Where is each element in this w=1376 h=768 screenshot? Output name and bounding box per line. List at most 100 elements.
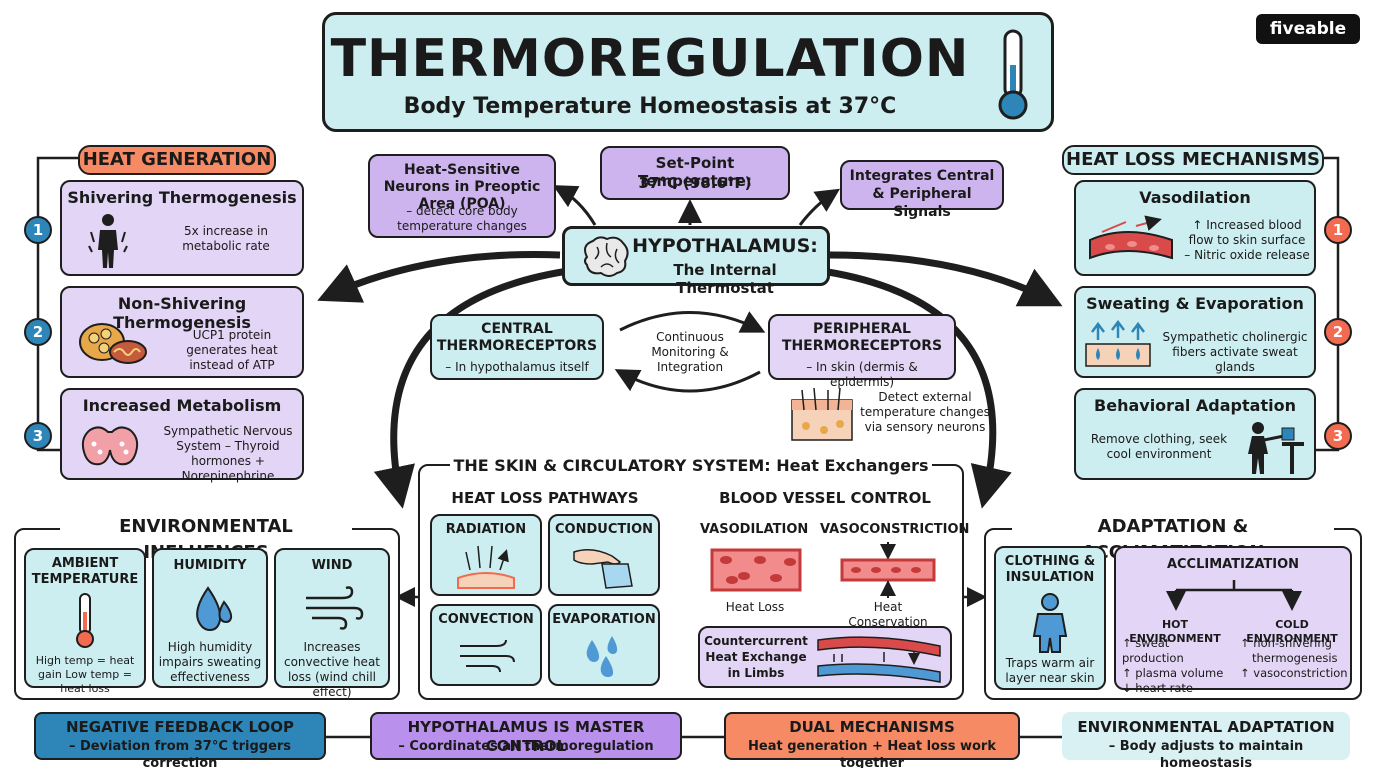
peripheral-desc: – In skin (dermis & epidermis) (806, 360, 918, 389)
loss-step-2: 2 (1324, 318, 1352, 346)
countercurrent-label: Countercurrent Heat Exchange in Limbs (704, 634, 808, 680)
non-shivering-card: Non-Shivering Thermogenesis UCP1 protein… (60, 286, 304, 378)
constricted-vessel-icon (840, 542, 936, 598)
gen-step-1: 1 (24, 216, 52, 244)
footer-desc: – Body adjusts to maintain homeostasis (1108, 739, 1304, 768)
humidity-title: HUMIDITY (173, 558, 247, 573)
poa-title: Heat-Sensitive Neurons in Preoptic Area … (383, 162, 541, 212)
heat-loss-header: HEAT LOSS MECHANISMS (1062, 145, 1324, 175)
cold-title: COLD ENVIRONMENT (1246, 618, 1338, 645)
footer-master-control: HYPOTHALAMUS IS MASTER CONTROL – Coordin… (370, 712, 682, 760)
sweating-card: Sweating & Evaporation Sympathetic choli… (1074, 286, 1316, 378)
vasodilation-label: VASODILATION (700, 522, 809, 537)
person-fan-icon (1248, 422, 1304, 474)
title-banner: THERMOREGULATION Body Temperature Homeos… (322, 12, 1054, 132)
metabolism-title: Increased Metabolism (82, 396, 282, 415)
vasodilation-title: Vasodilation (1139, 188, 1251, 207)
metabolism-card: Increased Metabolism Sympathetic Nervous… (60, 388, 304, 483)
cycle-label: Continuous Monitoring & Integration (651, 330, 729, 374)
footer-title: HYPOTHALAMUS IS MASTER CONTROL (407, 718, 645, 755)
conduction-card: CONDUCTION (548, 514, 660, 596)
acclimatization-card: ACCLIMATIZATION HOT ENVIRONMENT COLD ENV… (1114, 546, 1352, 695)
peripheral-thermoreceptors-card: PERIPHERAL THERMORECEPTORS – In skin (de… (768, 314, 956, 389)
hot-item: ↑ plasma volume (1122, 666, 1224, 680)
ambient-card: AMBIENT TEMPERATURE High temp = heat gai… (24, 548, 146, 695)
skin-layers-icon (791, 387, 853, 441)
footer-dual-mechanisms: DUAL MECHANISMS Heat generation + Heat l… (724, 712, 1020, 768)
hypothalamus-card: HYPOTHALAMUS: The Internal Thermostat (562, 226, 830, 297)
gen-step-2: 2 (24, 318, 52, 346)
wind-card: WIND Increases convective heat loss (win… (274, 548, 390, 699)
footer-title: DUAL MECHANISMS (789, 718, 955, 736)
clothing-title: CLOTHING & INSULATION (1004, 554, 1096, 585)
gen-step-3: 3 (24, 422, 52, 450)
shivering-person-icon (88, 214, 128, 268)
setpoint-value: 37°C (98.6°F) (638, 174, 752, 192)
shivering-title: Shivering Thermogenesis (67, 188, 297, 207)
footer-desc: Heat generation + Heat loss work togethe… (748, 739, 996, 768)
humidity-card: HUMIDITY High humidity impairs sweating … (152, 548, 268, 688)
behavioral-title: Behavioral Adaptation (1094, 396, 1296, 415)
hot-list: ↑ sweat production ↑ plasma volume ↓ hea… (1122, 636, 1234, 696)
vasodilation-card: Vasodilation ↑ Increased blood flow to s… (1074, 180, 1316, 276)
sweating-desc: Sympathetic cholinergic fibers activate … (1162, 330, 1308, 374)
hypothalamus-title: HYPOTHALAMUS: (632, 235, 818, 257)
poa-desc: – detect core body temperature changes (397, 204, 527, 233)
sweat-glands-icon (1085, 320, 1151, 367)
wind-desc: Increases convective heat loss (wind chi… (283, 640, 380, 699)
dilated-vessel-icon (710, 548, 802, 592)
environment-header-bg: ENVIRONMENTAL INFLUENCES (60, 514, 352, 563)
pathways-header: HEAT LOSS PATHWAYS (451, 489, 639, 507)
central-thermoreceptors-card: CENTRAL THERMORECEPTORS – In hypothalamu… (430, 314, 604, 380)
hot-item: ↓ heart rate (1122, 681, 1193, 695)
brown-fat-icon (79, 323, 147, 364)
radiation-card: RADIATION (430, 514, 542, 596)
page-subtitle: Body Temperature Homeostasis at 37°C (403, 94, 897, 119)
hand-ice-icon (573, 549, 633, 589)
vessel-header: BLOOD VESSEL CONTROL (719, 489, 931, 507)
footer-feedback-loop: NEGATIVE FEEDBACK LOOP – Deviation from … (34, 712, 326, 768)
convection-card: CONVECTION (430, 604, 542, 686)
adaptation-header: ADAPTATION & ACCLIMATIZATION (1012, 514, 1334, 563)
countercurrent-card: Countercurrent Heat Exchange in Limbs (698, 626, 952, 688)
central-desc: – In hypothalamus itself (445, 360, 589, 374)
fiveable-logo: fiveable (1256, 14, 1360, 44)
footer-title: NEGATIVE FEEDBACK LOOP (65, 718, 295, 736)
clothing-card: CLOTHING & INSULATION Traps warm air lay… (994, 546, 1106, 690)
vasodilation-desc: ↑ Increased blood flow to skin surface –… (1184, 218, 1310, 262)
cold-item: thermogenesis (1252, 651, 1338, 665)
poa-neurons-card: Heat-Sensitive Neurons in Preoptic Area … (368, 154, 556, 238)
skin-header: THE SKIN & CIRCULATORY SYSTEM: Heat Exch… (450, 454, 932, 478)
radiation-icon (457, 542, 516, 589)
radiation-label: RADIATION (445, 522, 527, 537)
heat-loss-label: Heat Loss (725, 600, 785, 614)
shivering-desc: 5x increase in metabolic rate (182, 224, 270, 253)
integrates-card: Integrates Central & Peripheral Signals (840, 160, 1004, 220)
setpoint-title: Set-Point Temperature: (638, 154, 752, 190)
footer-environmental-adaptation: ENVIRONMENTAL ADAPTATION – Body adjusts … (1062, 712, 1350, 768)
heat-generation-header: HEAT GENERATION (78, 145, 276, 175)
peripheral-title: PERIPHERAL THERMORECEPTORS (781, 321, 943, 354)
hot-item: ↑ sweat production (1122, 636, 1184, 665)
shivering-card: Shivering Thermogenesis 5x increase in m… (60, 180, 304, 276)
cold-list: ↑ non-shivering thermogenesis ↑ vasocons… (1240, 636, 1352, 681)
hypothalamus-subtitle: The Internal Thermostat (673, 261, 777, 297)
thermometer-small-icon (76, 593, 94, 648)
sweating-title: Sweating & Evaporation (1086, 294, 1304, 313)
footer-desc: – Deviation from 37°C triggers correctio… (68, 739, 292, 768)
hot-title: HOT ENVIRONMENT (1129, 618, 1221, 645)
conduction-label: CONDUCTION (555, 522, 653, 537)
wind-title: WIND (311, 558, 353, 573)
ambient-title: AMBIENT TEMPERATURE (31, 556, 139, 587)
insulated-person-icon (1032, 593, 1068, 653)
setpoint-card: Set-Point Temperature: 37°C (98.6°F) (600, 146, 790, 200)
loss-step-3: 3 (1324, 422, 1352, 450)
detect-text: Detect external temperature changes via … (860, 390, 990, 434)
loss-step-1: 1 (1324, 216, 1352, 244)
countercurrent-vessels-icon (817, 636, 941, 683)
metabolism-desc: Sympathetic Nervous System – Thyroid hor… (163, 424, 293, 483)
evaporation-label: EVAPORATION (552, 612, 656, 627)
integrates-text: Integrates Central & Peripheral Signals (849, 168, 995, 220)
heat-conservation-label: Heat Conservation (848, 600, 928, 629)
thermometer-icon (998, 29, 1028, 120)
